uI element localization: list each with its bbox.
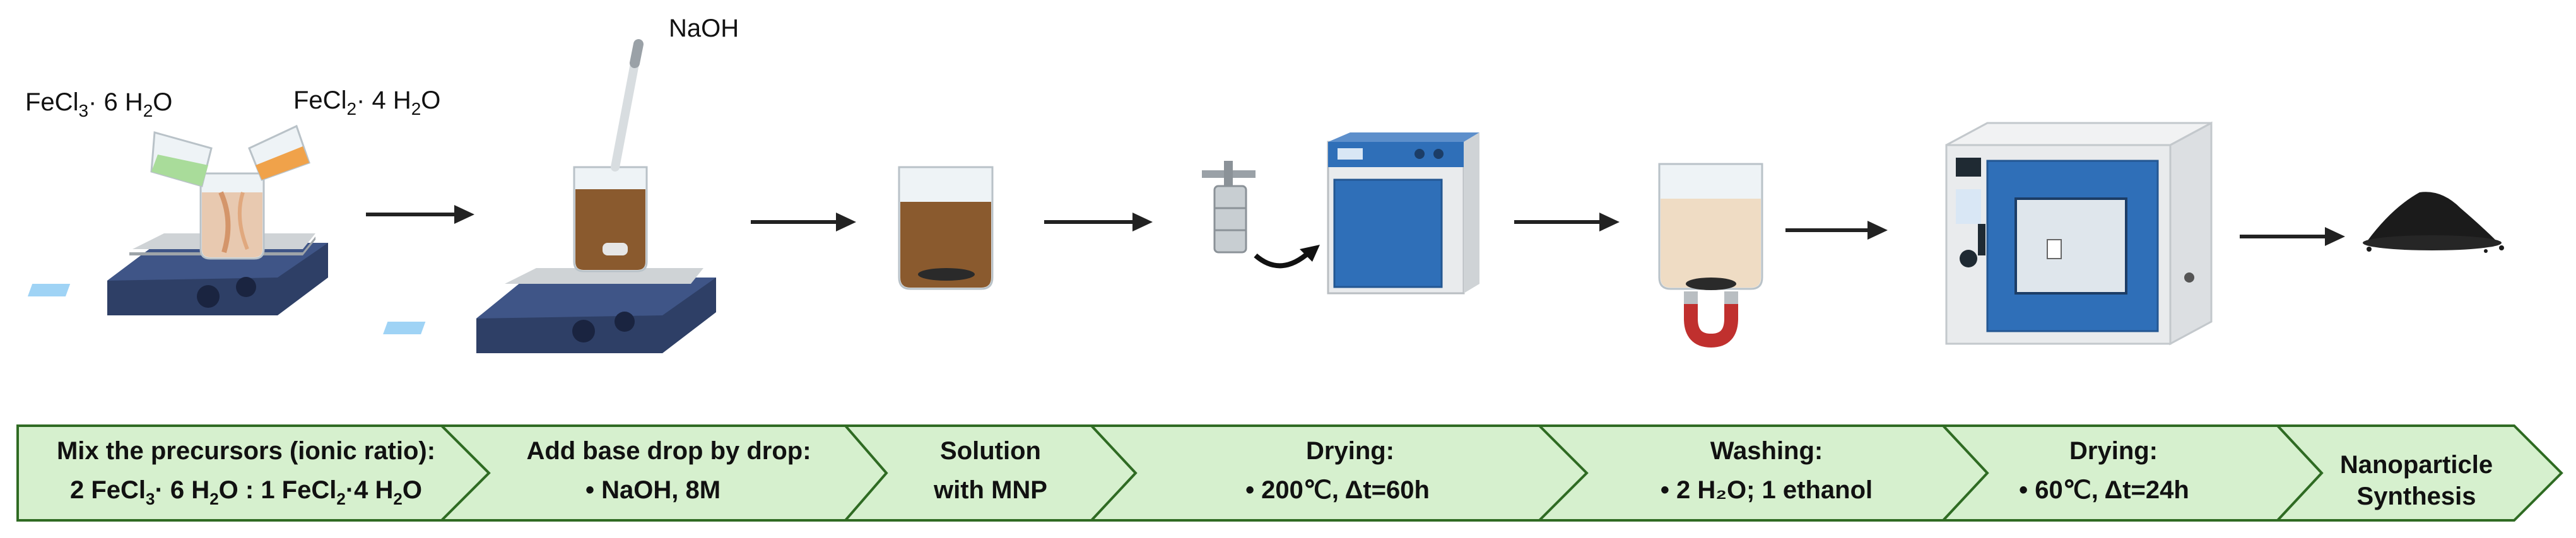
step-6-title: Drying: xyxy=(2069,437,2158,465)
step-7-detail: Synthesis xyxy=(2357,482,2476,510)
flow-arrow xyxy=(2240,227,2345,246)
step-5-title: Washing: xyxy=(1710,437,1823,465)
hotplate-1 xyxy=(27,233,328,315)
step-5-detail: • 2 H₂O; 1 ethanol xyxy=(1661,476,1873,504)
curved-arrow xyxy=(1254,245,1320,269)
oven-1 xyxy=(1327,132,1479,295)
step-1-title: Mix the precursors (ionic ratio): xyxy=(57,437,435,465)
step-7-title: Nanoparticle xyxy=(2340,451,2493,479)
pipette xyxy=(611,39,644,172)
step-3-detail: with MNP xyxy=(933,476,1047,504)
magnet xyxy=(1684,291,1738,348)
beaker-3 xyxy=(898,166,994,290)
step-2-title: Add base drop by drop: xyxy=(526,437,811,465)
nanoparticle-powder xyxy=(2363,192,2504,253)
step-1-formula: 2 FeCl3· 6 H2O : 1 FeCl2·4 H2O xyxy=(70,476,422,508)
flow-arrow xyxy=(1044,213,1153,231)
pouring-beaker-orange xyxy=(248,124,310,181)
beaker-2 xyxy=(573,166,648,272)
naoh-label: NaOH xyxy=(669,15,739,42)
beaker-5 xyxy=(1658,163,1763,290)
step-4-title: Drying: xyxy=(1306,437,1394,465)
fecl3-label: FeCl3· 6 H2O xyxy=(25,88,172,120)
step-7-shape xyxy=(2274,424,2563,522)
flow-arrow xyxy=(366,205,474,224)
beaker-1 xyxy=(199,172,265,260)
hotplate-2 xyxy=(383,268,716,353)
flow-arrow xyxy=(751,213,856,231)
step-4-detail: • 200℃, Δt=60h xyxy=(1245,476,1430,504)
step-2-detail: • NaOH, 8M xyxy=(585,476,720,504)
fecl2-label: FeCl2· 4 H2O xyxy=(293,86,440,119)
flow-arrow xyxy=(1785,221,1888,240)
step-3-title: Solution xyxy=(940,437,1041,465)
flow-arrow xyxy=(1514,213,1620,231)
step-banner xyxy=(16,424,2563,522)
oven-2 xyxy=(1945,121,2213,346)
step-6-detail: • 60℃, Δt=24h xyxy=(2019,476,2189,504)
autoclave xyxy=(1202,161,1256,254)
pouring-beaker-green xyxy=(150,131,213,187)
